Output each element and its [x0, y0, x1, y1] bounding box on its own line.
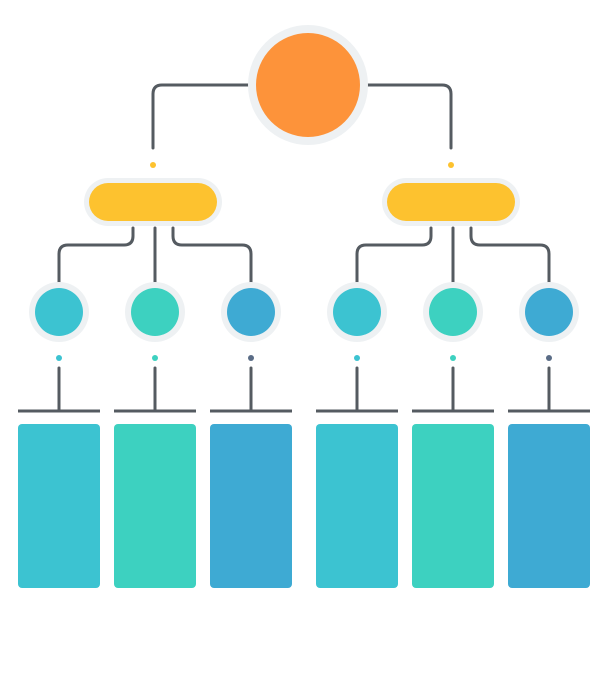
branch-left-child-2-card — [114, 424, 196, 588]
branch-left-child-1-dot — [56, 355, 62, 361]
branch-right-child-3-dot — [546, 355, 552, 361]
branch-right-connector-3 — [469, 226, 551, 284]
branch-left-child-2-dot — [152, 355, 158, 361]
root-connector-left — [151, 83, 256, 150]
branch-right-connector-1 — [355, 226, 433, 284]
branch-right-child-2-card — [412, 424, 494, 588]
branch-right-child-1-circle — [333, 288, 381, 336]
branch-right-child-3-card — [508, 424, 590, 588]
branch-left-child-2-circle — [131, 288, 179, 336]
branch-left-child-3-dot — [248, 355, 254, 361]
branch-right-pill — [387, 183, 515, 221]
branch-right-child-2-dot — [450, 355, 456, 361]
branch-left-connector-3 — [171, 226, 253, 284]
branch-right-child-1-dot — [354, 355, 360, 361]
branch-left-child-3-card — [210, 424, 292, 588]
branch-left-child-1-circle — [35, 288, 83, 336]
branch-left-dot — [150, 162, 156, 168]
branch-left-child-3-circle — [227, 288, 275, 336]
root-connector-right — [360, 83, 453, 150]
branch-right-child-2-circle — [429, 288, 477, 336]
branch-right-child-3-circle — [525, 288, 573, 336]
branch-right-dot — [448, 162, 454, 168]
root-node-circle — [256, 33, 360, 137]
branch-left-child-1-card — [18, 424, 100, 588]
branch-right-child-1-card — [316, 424, 398, 588]
branch-left-connector-1 — [57, 226, 135, 284]
branch-left-pill — [89, 183, 217, 221]
